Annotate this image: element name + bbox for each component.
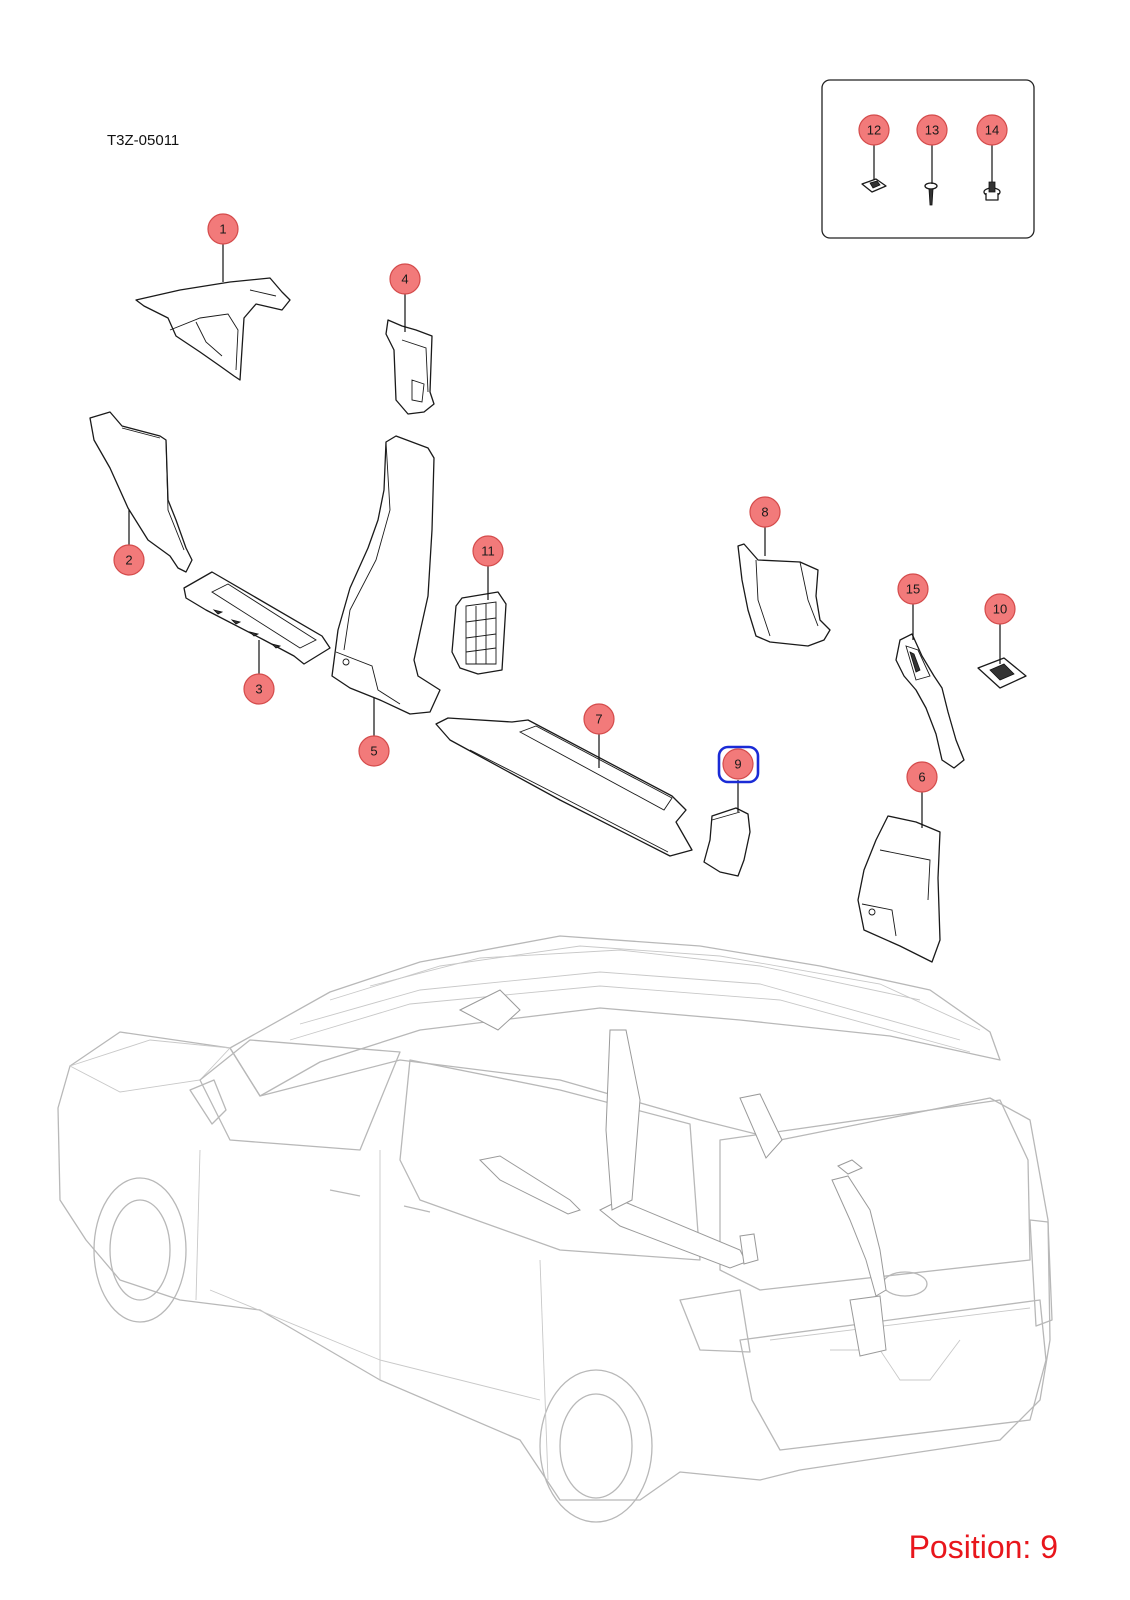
callout-number: 1 bbox=[219, 222, 226, 237]
callout-number: 11 bbox=[481, 544, 495, 559]
callout-number: 12 bbox=[867, 123, 881, 138]
callout-13[interactable]: 13 bbox=[916, 114, 948, 146]
callout-number: 14 bbox=[985, 123, 999, 138]
diagram-code: T3Z-05011 bbox=[107, 132, 180, 149]
part-15-handle-trim bbox=[895, 633, 965, 769]
callout-number: 10 bbox=[993, 602, 1007, 617]
callout-number: 15 bbox=[906, 582, 920, 597]
callout-8[interactable]: 8 bbox=[749, 496, 781, 528]
part-10-bracket bbox=[977, 657, 1027, 689]
callout-5[interactable]: 5 bbox=[358, 735, 390, 767]
selected-callout-highlight bbox=[717, 745, 760, 784]
vehicle-outline bbox=[57, 935, 1053, 1523]
part-9-corner-piece bbox=[703, 807, 751, 877]
callout-number: 9 bbox=[734, 757, 741, 772]
part-2-pillar-trim bbox=[89, 411, 193, 573]
callout-leaders bbox=[128, 145, 1001, 828]
callout-15[interactable]: 15 bbox=[897, 573, 929, 605]
callout-number: 4 bbox=[401, 272, 408, 287]
part-7-sill-plate bbox=[435, 717, 693, 857]
callout-11[interactable]: 11 bbox=[472, 535, 504, 567]
position-label: Position: 9 bbox=[908, 1529, 1058, 1565]
callout-9[interactable]: 9 bbox=[717, 745, 760, 784]
callout-number: 6 bbox=[918, 770, 925, 785]
callout-6[interactable]: 6 bbox=[906, 761, 938, 793]
part-11-panel bbox=[451, 591, 507, 675]
callout-10[interactable]: 10 bbox=[984, 593, 1016, 625]
part-13-screw bbox=[924, 182, 938, 206]
part-3-sill-plate bbox=[183, 571, 331, 665]
part-12-clip bbox=[861, 178, 887, 193]
part-8-quarter-trim bbox=[737, 543, 831, 647]
callout-number: 3 bbox=[255, 682, 262, 697]
part-6-rear-quarter-trim bbox=[857, 815, 941, 963]
callout-14[interactable]: 14 bbox=[976, 114, 1008, 146]
callout-1[interactable]: 1 bbox=[207, 213, 239, 245]
callout-2[interactable]: 2 bbox=[113, 544, 145, 576]
part-1-upper-trim bbox=[135, 277, 291, 381]
callout-number: 7 bbox=[595, 712, 602, 727]
callout-4[interactable]: 4 bbox=[389, 263, 421, 295]
callout-3[interactable]: 3 bbox=[243, 673, 275, 705]
part-14-push-clip bbox=[983, 181, 1001, 201]
hardware-inset-box bbox=[821, 79, 1035, 239]
callout-12[interactable]: 12 bbox=[858, 114, 890, 146]
part-5-b-pillar bbox=[331, 435, 441, 715]
callout-number: 13 bbox=[925, 123, 939, 138]
callout-number: 8 bbox=[761, 505, 768, 520]
callout-7[interactable]: 7 bbox=[583, 703, 615, 735]
callout-number: 2 bbox=[125, 553, 132, 568]
callout-number: 5 bbox=[370, 744, 377, 759]
part-4-upper-pillar bbox=[385, 319, 435, 415]
